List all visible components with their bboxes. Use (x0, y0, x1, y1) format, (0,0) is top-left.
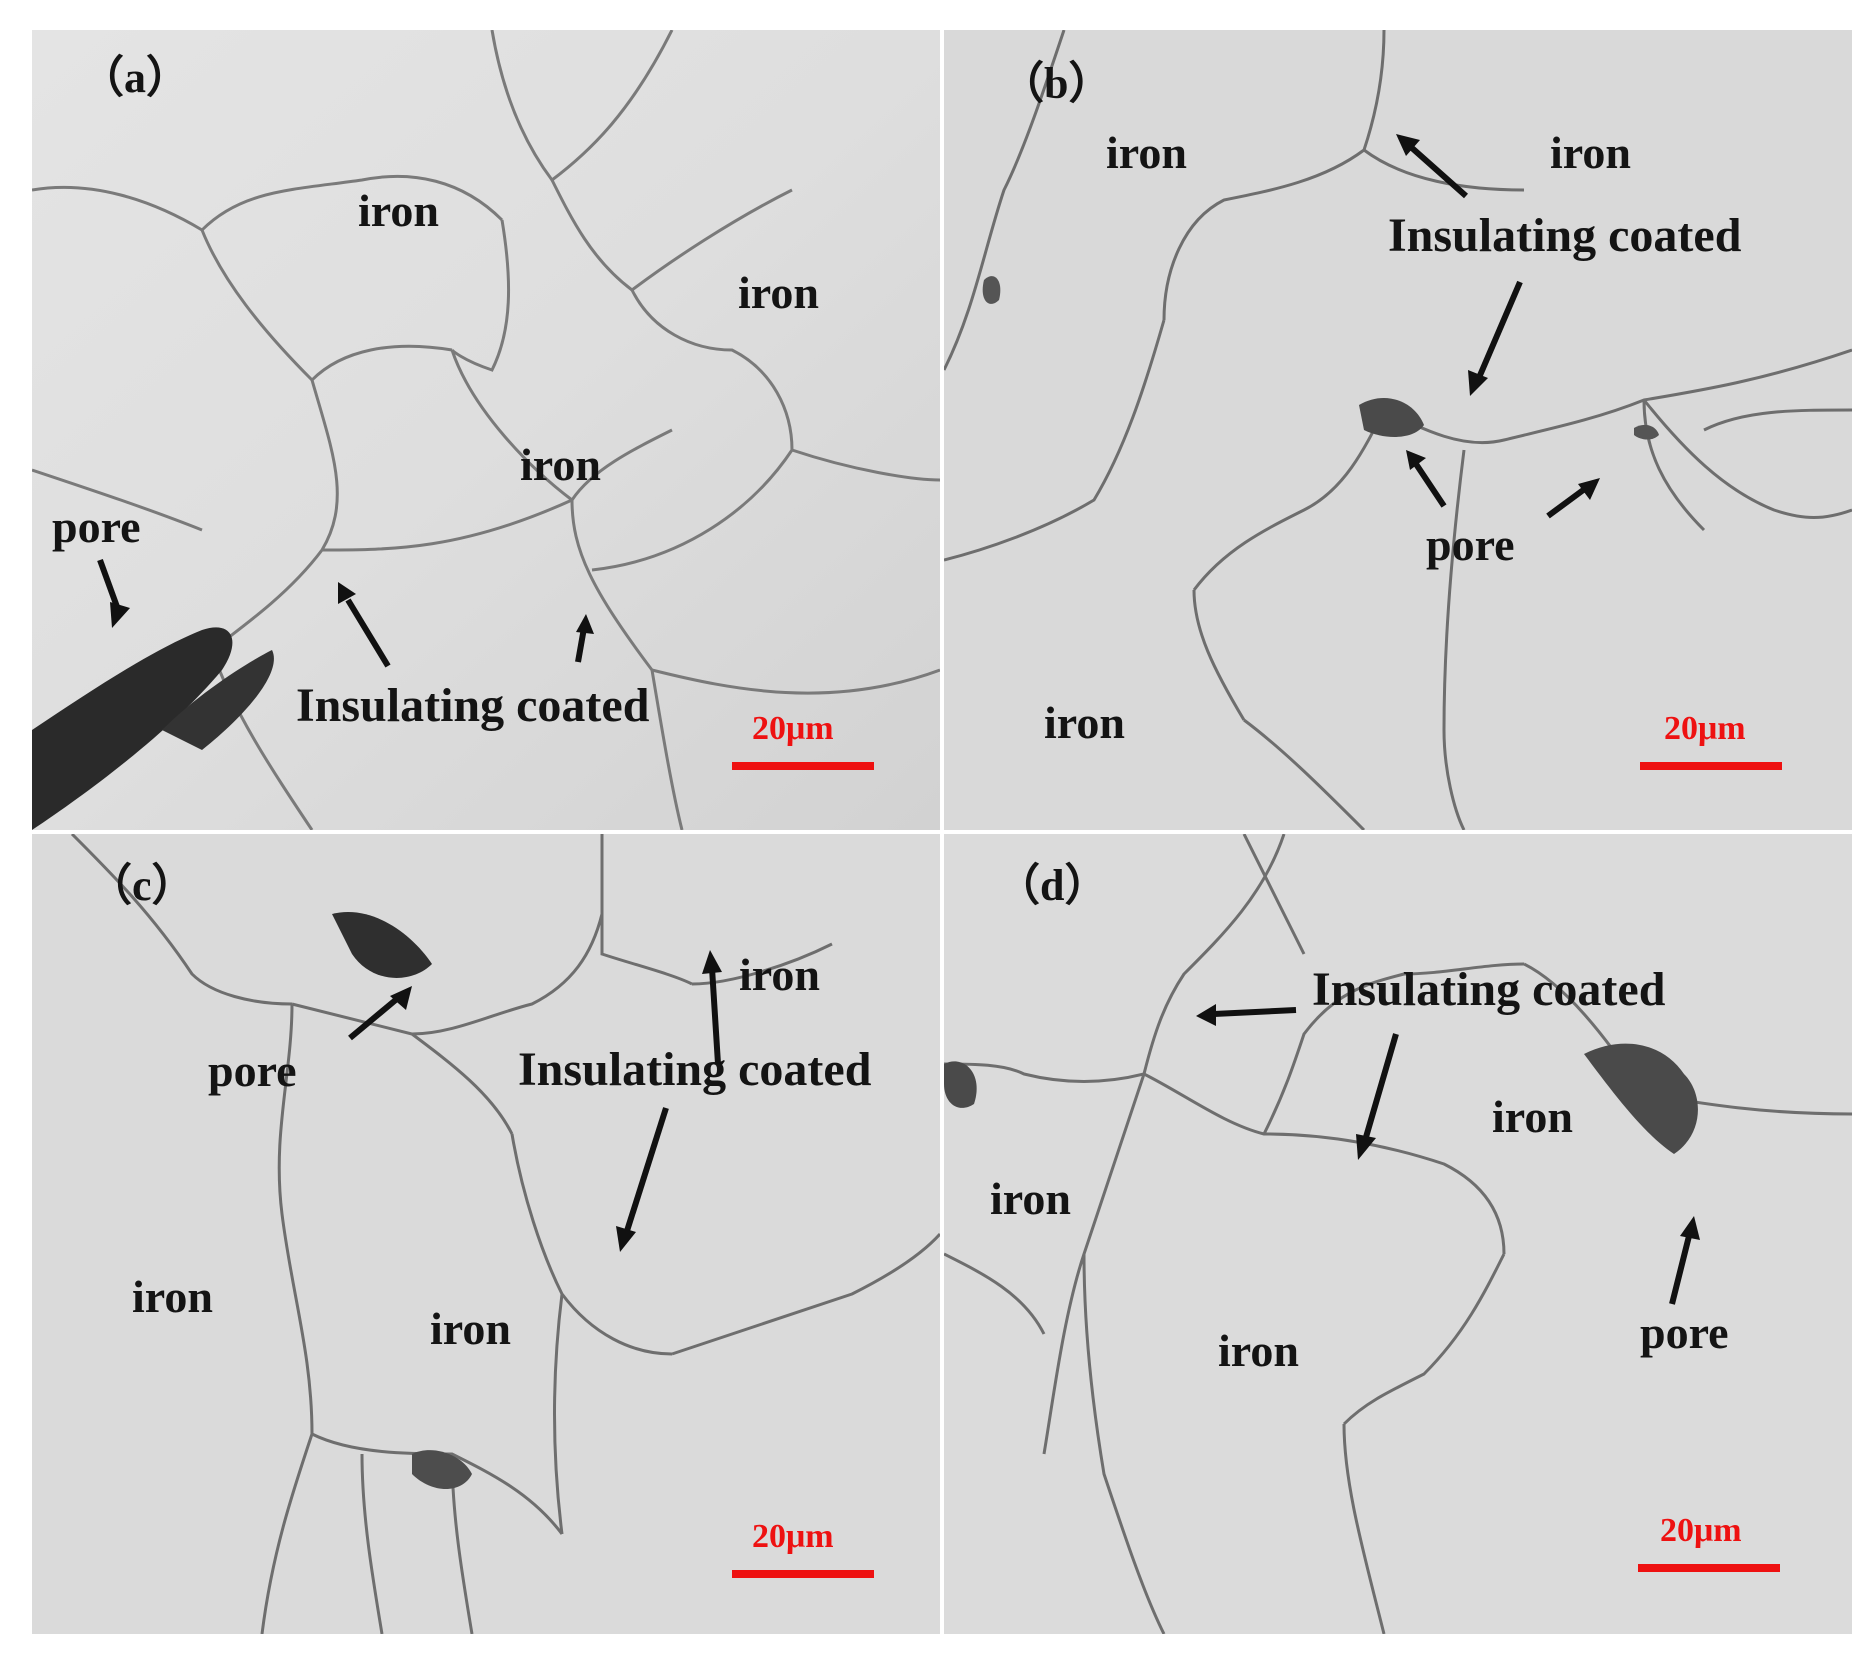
panel-b-micrograph-image (944, 30, 1852, 830)
panel-d-pore-label: pore (1640, 1307, 1729, 1358)
panel-c-iron-label-3: iron (430, 1303, 511, 1354)
panel-a-iron-label-2: iron (738, 267, 819, 318)
panel-a-pore-label: pore (52, 501, 141, 552)
panel-c-pore-label: pore (208, 1045, 297, 1096)
panel-d-micrograph: （d） Insulating coated iron iron iron por… (944, 834, 1852, 1634)
panel-a-iron-label-3: iron (520, 439, 601, 490)
panel-c-scale-text: 20μm (752, 1518, 834, 1555)
panel-d-iron-label-3: iron (1218, 1325, 1299, 1376)
panel-b-tag: （b） (1000, 59, 1113, 108)
panel-a-scale-bar (732, 762, 874, 770)
panel-d-scale-text: 20μm (1660, 1512, 1742, 1549)
panel-d-iron-label-2: iron (990, 1173, 1071, 1224)
panel-c-tag: （c） (88, 861, 196, 910)
panel-b-pore-label: pore (1426, 519, 1515, 570)
panel-b-scale-bar (1640, 762, 1782, 770)
panel-a-micrograph-image (32, 30, 940, 830)
panel-a-scale-text: 20μm (752, 710, 834, 747)
panel-d-micrograph-image (944, 834, 1852, 1634)
panel-a-micrograph: （a） iron iron iron pore Insulating coate… (32, 30, 940, 830)
panel-b-iron-label-3: iron (1044, 697, 1125, 748)
panel-d-iron-label-1: iron (1492, 1091, 1573, 1142)
panel-b-insulating-coated-label: Insulating coated (1388, 209, 1742, 262)
panel-d-scale-bar (1638, 1564, 1780, 1572)
panel-c-micrograph: （c） pore Insulating coated iron iron iro… (32, 834, 940, 1634)
panel-b-iron-label-1: iron (1106, 127, 1187, 178)
panel-a-tag: （a） (80, 53, 190, 102)
panel-c-iron-label-1: iron (739, 949, 820, 1000)
panel-a-insulating-coated-label: Insulating coated (296, 679, 650, 732)
panel-d-insulating-coated-label: Insulating coated (1312, 963, 1666, 1016)
panel-b-micrograph: （b） iron iron Insulating coated pore iro… (944, 30, 1852, 830)
panel-d-tag: （d） (996, 861, 1109, 910)
panel-c-micrograph-image (32, 834, 940, 1634)
panel-c-scale-bar (732, 1570, 874, 1578)
panel-c-iron-label-2: iron (132, 1271, 213, 1322)
panel-c-insulating-coated-label: Insulating coated (518, 1043, 872, 1096)
panel-b-iron-label-2: iron (1550, 127, 1631, 178)
panel-b-scale-text: 20μm (1664, 710, 1746, 747)
panel-a-iron-label-1: iron (358, 185, 439, 236)
